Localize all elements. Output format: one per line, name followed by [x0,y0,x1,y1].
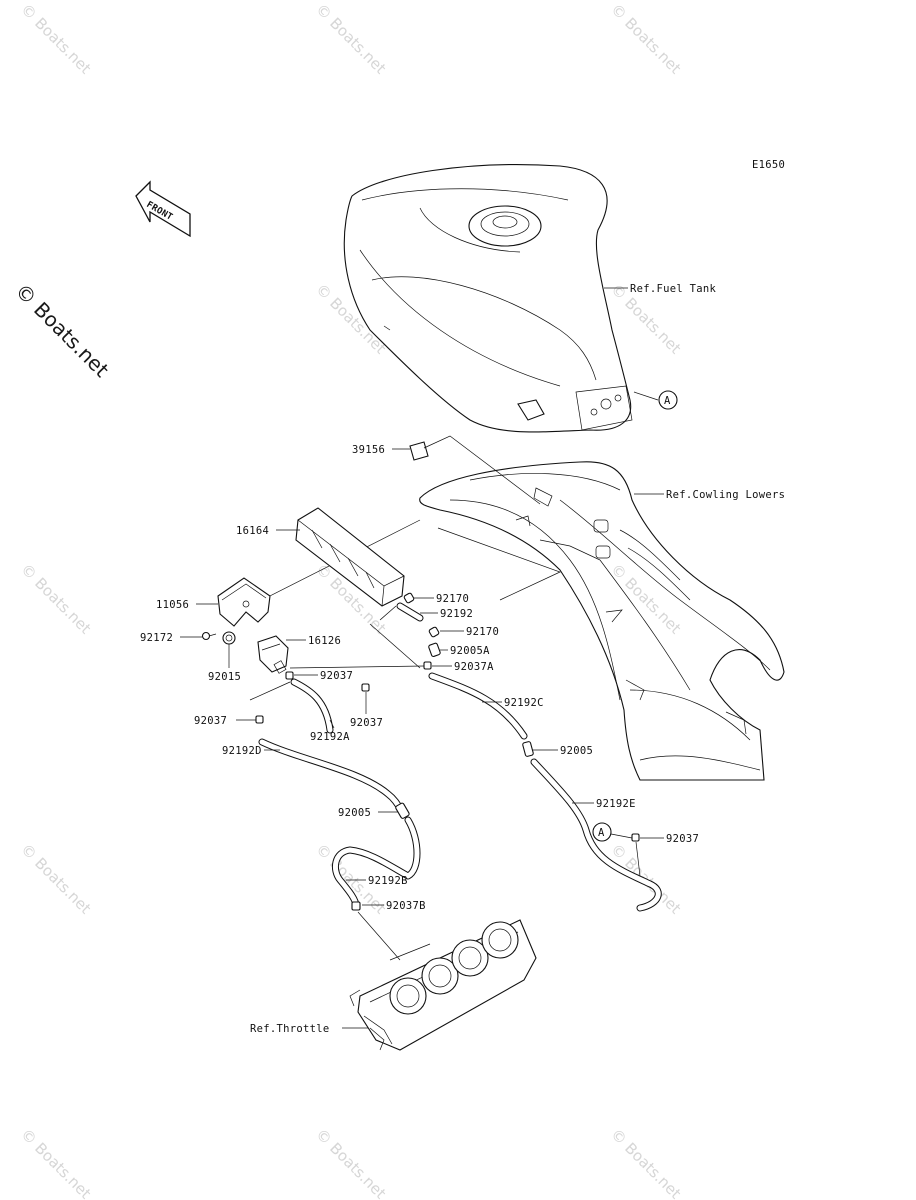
label-92172: 92172 [140,632,173,644]
part-92170-lower [428,626,440,638]
label-92192C: 92192C [504,697,544,709]
fuel-tank [343,164,633,433]
watermark: © Boats.net [17,560,95,638]
front-arrow-icon: FRONT [135,180,191,238]
part-16126 [257,635,289,674]
part-92192A [290,678,334,734]
label-92170-upper: 92170 [436,593,469,605]
label-39156: 39156 [352,444,385,456]
watermark: © Boats.net [607,560,685,638]
part-92015 [222,631,236,645]
part-92192-hose-short [396,602,424,622]
label-92170-lower: 92170 [466,626,499,638]
part-92037-mid [361,683,370,692]
callout-a-label-lower: A [598,827,605,839]
watermark: © Boats.net [312,280,390,358]
label-92037A: 92037A [454,661,494,673]
watermark: © Boats.net [17,840,95,918]
part-92170-upper [403,592,415,604]
watermark: © Boats.net [312,0,390,78]
ref-fuel-tank: Ref.Fuel Tank [630,283,716,295]
ref-throttle: Ref.Throttle [250,1023,329,1035]
label-92192A: 92192A [310,731,350,743]
part-92037A [423,661,432,670]
part-16164 [295,507,405,607]
watermark-grid: © Boats.net © Boats.net © Boats.net © Bo… [17,0,685,1200]
part-92005-left [395,802,410,819]
watermark: © Boats.net [17,0,95,78]
part-11056 [217,577,271,627]
ref-cowling-lowers: Ref.Cowling Lowers [666,489,785,501]
side-watermark: © Boats.net [10,279,113,382]
part-39156 [409,441,429,461]
watermark: © Boats.net [607,0,685,78]
label-92005-right: 92005 [560,745,593,757]
part-92192D [258,738,406,816]
part-92192B [331,816,421,910]
label-92192E: 92192E [596,798,636,810]
part-92037-upper [285,671,294,680]
diagram-code: E1650 [752,159,785,171]
label-16164: 16164 [236,525,269,537]
part-92192E [530,758,662,912]
throttle-assembly [349,919,537,1051]
cowling-lowers [419,461,785,781]
callout-a-marker-lower [592,822,612,842]
label-11056: 11056 [156,599,189,611]
watermark: © Boats.net [312,1125,390,1200]
callout-a-label: A [664,395,671,407]
label-16126: 16126 [308,635,341,647]
label-92037-left: 92037 [194,715,227,727]
part-92037B [351,901,361,911]
part-92005A [428,642,441,657]
part-92192C [428,672,528,740]
label-92005-left: 92005 [338,807,371,819]
label-92192: 92192 [440,608,473,620]
label-92037-mid: 92037 [350,717,383,729]
part-92172 [201,631,217,641]
part-92037-lower-right [631,833,640,842]
watermark: © Boats.net [17,1125,95,1200]
label-92005A: 92005A [450,645,490,657]
label-92037B: 92037B [386,900,426,912]
callout-a-marker [658,390,678,410]
label-92192B: 92192B [368,875,408,887]
watermark: © Boats.net [607,1125,685,1200]
label-92192D: 92192D [222,745,262,757]
label-92015: 92015 [208,671,241,683]
label-92037-lower-right: 92037 [666,833,699,845]
label-92037-upper: 92037 [320,670,353,682]
part-92005-right [522,741,534,757]
part-92037-left [255,715,264,724]
